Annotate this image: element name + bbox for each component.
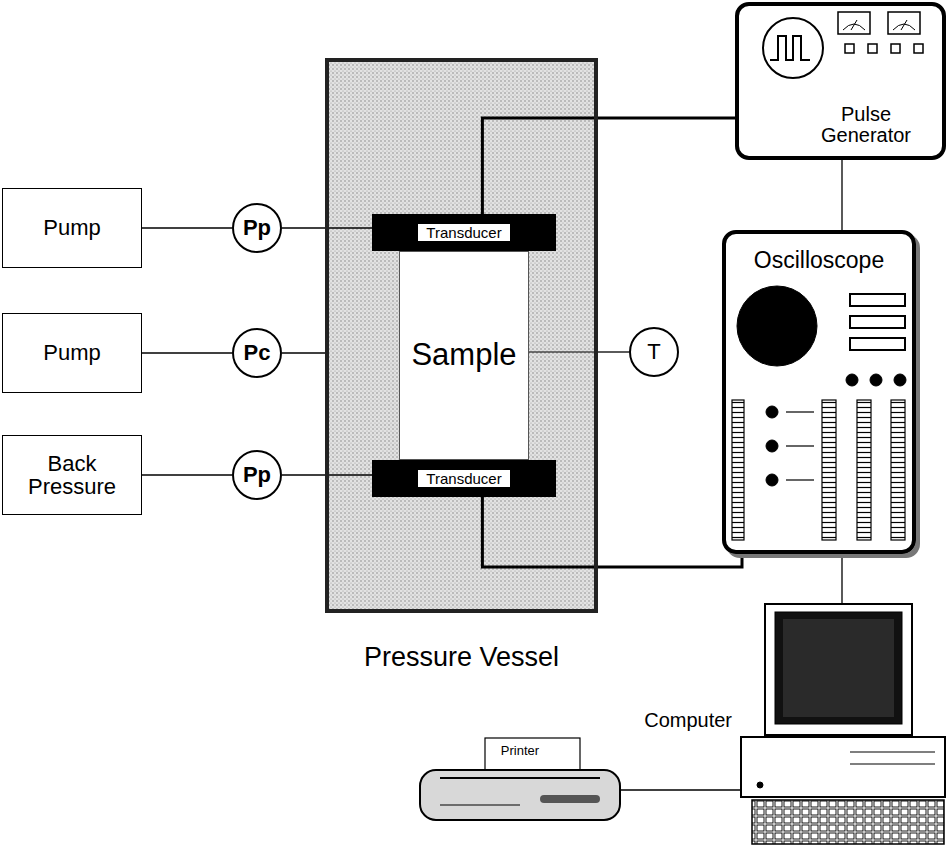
node-label: Transducer xyxy=(418,224,509,242)
node-label: Sample xyxy=(411,339,516,372)
device-node: Printer xyxy=(420,738,620,822)
vessel-fill xyxy=(325,58,598,613)
printer-drawing xyxy=(420,738,620,820)
process-box: Pump xyxy=(2,188,142,268)
computer-drawing xyxy=(741,604,945,844)
process-box: Sample xyxy=(399,251,529,460)
node-label: Transducer xyxy=(418,470,509,488)
process-box: Back Pressure xyxy=(2,435,142,515)
node-label: Printer xyxy=(501,744,539,758)
node-label: Oscilloscope xyxy=(754,248,884,272)
signal-cable xyxy=(482,497,742,567)
instrument-box: Pulse Generator xyxy=(735,2,946,160)
node-label: Pc xyxy=(244,341,271,364)
gauge-circle: T xyxy=(629,327,679,377)
gauge-circle: Pc xyxy=(232,328,282,378)
connector-line xyxy=(598,351,629,352)
gauge-circle: Pp xyxy=(232,203,282,253)
node-label: T xyxy=(647,340,660,363)
device-node: Computer xyxy=(740,604,946,848)
node-label: Back Pressure xyxy=(12,452,132,498)
transducer-block: Transducer xyxy=(372,460,556,497)
node-label: Computer xyxy=(644,710,732,731)
connector-line xyxy=(282,352,325,353)
pressure-vessel: Pressure VesselTransducerSampleTransduce… xyxy=(325,58,598,613)
gauge-circle: Pp xyxy=(232,450,282,500)
pulse-generator-panel xyxy=(737,4,944,158)
instrument-box: Oscilloscope xyxy=(722,230,916,554)
connector-line xyxy=(142,227,232,228)
connector-line xyxy=(620,789,740,790)
node-label: Pp xyxy=(243,216,271,239)
node-label: Pulse Generator xyxy=(806,104,926,146)
node-label: Pressure Vessel xyxy=(329,643,594,671)
connector-line xyxy=(841,160,842,230)
connector-line xyxy=(142,352,232,353)
node-label: Pump xyxy=(43,216,100,239)
node-label: Pp xyxy=(243,463,271,486)
connector-line xyxy=(841,554,842,604)
thermo-wire xyxy=(525,351,598,352)
signal-cable xyxy=(482,118,735,214)
node-label: Pump xyxy=(43,341,100,364)
connector-line xyxy=(142,474,232,475)
transducer-block: Transducer xyxy=(372,214,556,251)
oscilloscope-panel xyxy=(725,233,913,551)
process-box: Pump xyxy=(2,313,142,393)
